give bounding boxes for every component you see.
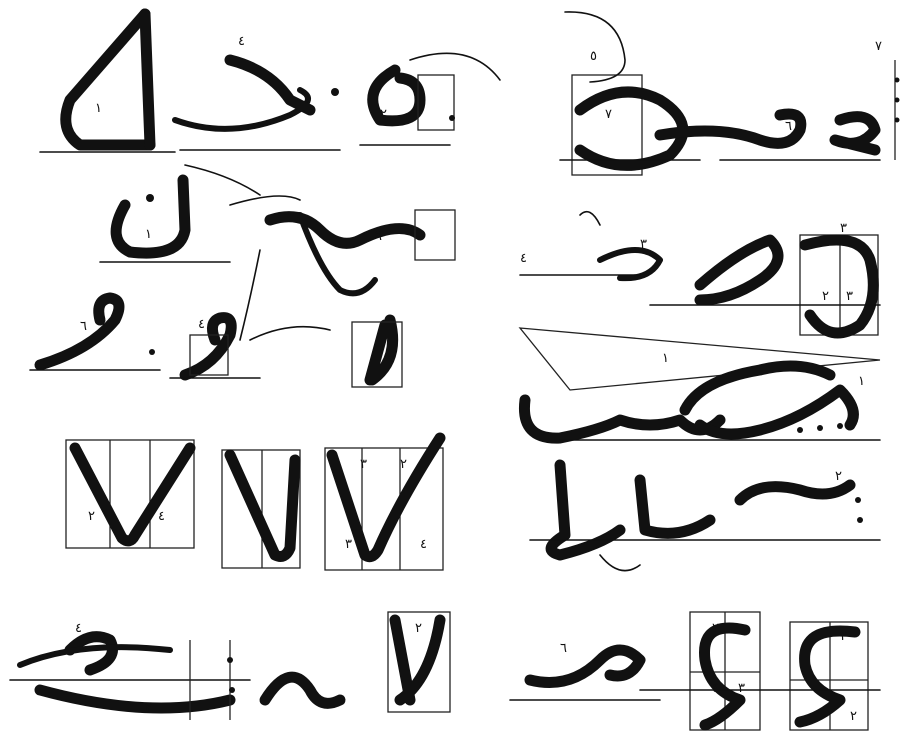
stroke-number: ٢ [850,709,857,724]
stroke-number: ٦ [560,641,567,656]
study-group-row5-right: ٦ ٢ ٤ ٣ ٢ ٢ [510,612,880,730]
stroke-number: ٤ [712,681,719,696]
study-group-row4-right: ٢ [530,465,880,571]
study-group-row3-right: ١ ١ [520,328,880,440]
stroke-number: ٦ [375,229,382,244]
stroke-number: ١ [662,351,669,366]
stroke-number: ٤ [420,537,427,552]
study-group-row4-left: ٢ ٤ ٣ ٣ ٢ ٤ [66,438,443,570]
study-group-row2-right: ٤ ٣ ٣ ٢ ٣ [520,212,880,335]
stroke-number: ٤ [158,509,165,524]
stroke-number: ٢ [712,621,719,636]
stroke-number: ٦ [785,119,792,134]
stroke-number: ١ [95,101,102,116]
stroke-number: ٢ [145,701,152,716]
stroke-number: ٤ [520,251,527,266]
stroke-number: ٥ [590,49,597,64]
stroke-number: ١ [145,227,152,242]
stroke-number: ٣ [360,457,367,472]
study-group-row2-left: ١ ٦ [100,165,455,340]
stroke-number: ٦ [80,319,87,334]
stroke-number: ٧ [875,39,882,54]
study-group-row1-right: ٧ ٦ ٦ ٧ ٥ [560,12,900,175]
stroke-number: ٣ [345,537,352,552]
stroke-number: ٢ [835,469,842,484]
stroke-number: ٧ [605,107,612,122]
stroke-number: ٢ [822,289,829,304]
stroke-number: ٢ [88,509,95,524]
stroke-number: ٣ [640,237,647,252]
study-group-row3-left: ٦ ٤ [30,298,402,387]
study-group-row1-left: ١ ٢ ٤ [40,14,500,152]
stroke-number: ٢ [380,107,387,122]
stroke-number: ٢ [840,629,847,644]
stroke-number: ٤ [198,317,205,332]
stroke-number: ١ [858,374,865,389]
study-group-row5-left: ٤ ٢ ٢ [10,612,450,720]
stroke-number: ٢ [415,621,422,636]
stroke-number: ٤ [238,34,245,49]
stroke-number: ٣ [840,221,847,236]
stroke-number: ٣ [738,681,745,696]
stroke-number: ٤ [75,621,82,636]
stroke-number: ٣ [846,289,853,304]
stroke-number: ٦ [680,119,687,134]
stroke-number: ٢ [400,457,407,472]
